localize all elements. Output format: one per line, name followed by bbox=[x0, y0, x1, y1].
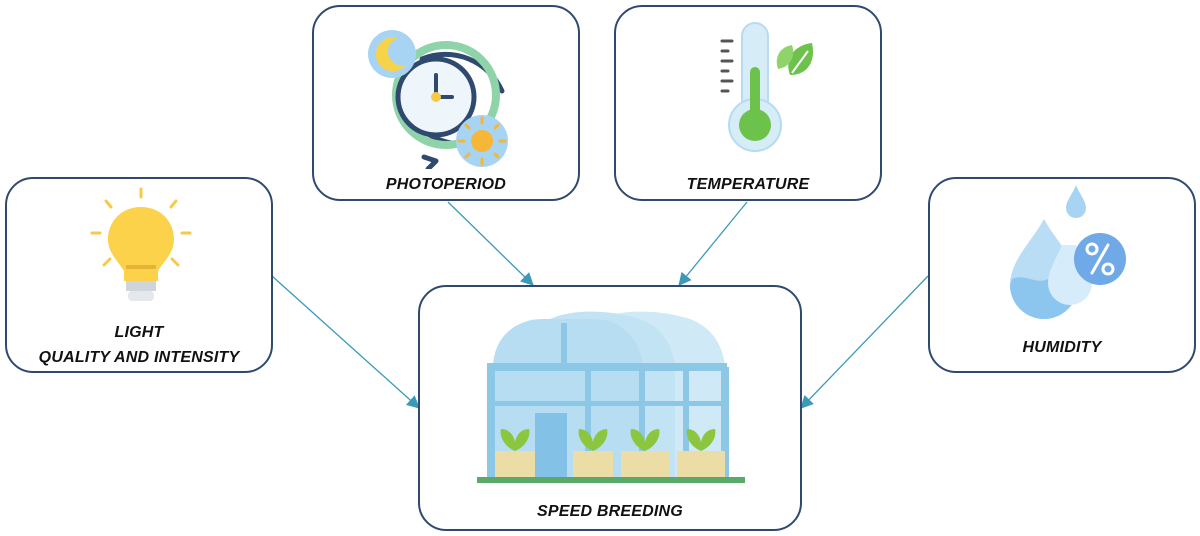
clock-day-night-icon bbox=[368, 30, 508, 169]
temperature-label: TEMPERATURE bbox=[686, 176, 810, 193]
arrow-humidity-to-speed-breeding bbox=[800, 275, 929, 409]
arrow-temperature-to-speed-breeding bbox=[678, 201, 748, 287]
temperature-node: TEMPERATURE bbox=[614, 5, 882, 201]
arrow-photoperiod-to-speed-breeding bbox=[447, 201, 534, 286]
light-label-line1: LIGHT bbox=[114, 324, 164, 341]
light-label-line2: QUALITY AND INTENSITY bbox=[38, 349, 240, 366]
thermometer-leaf-icon bbox=[720, 22, 814, 152]
light-node: LIGHT QUALITY AND INTENSITY bbox=[5, 177, 273, 373]
photoperiod-label: PHOTOPERIOD bbox=[385, 176, 507, 193]
arrow-light-to-speed-breeding bbox=[271, 275, 420, 409]
greenhouse-icon bbox=[477, 311, 745, 483]
photoperiod-node: PHOTOPERIOD bbox=[312, 5, 580, 201]
humidity-label: HUMIDITY bbox=[1022, 339, 1102, 356]
speed-breeding-node: SPEED BREEDING bbox=[418, 285, 802, 531]
light-bulb-icon bbox=[90, 187, 192, 301]
humidity-node: HUMIDITY bbox=[928, 177, 1196, 373]
speed-breeding-label: SPEED BREEDING bbox=[537, 503, 683, 520]
humidity-drops-icon bbox=[1010, 185, 1126, 319]
